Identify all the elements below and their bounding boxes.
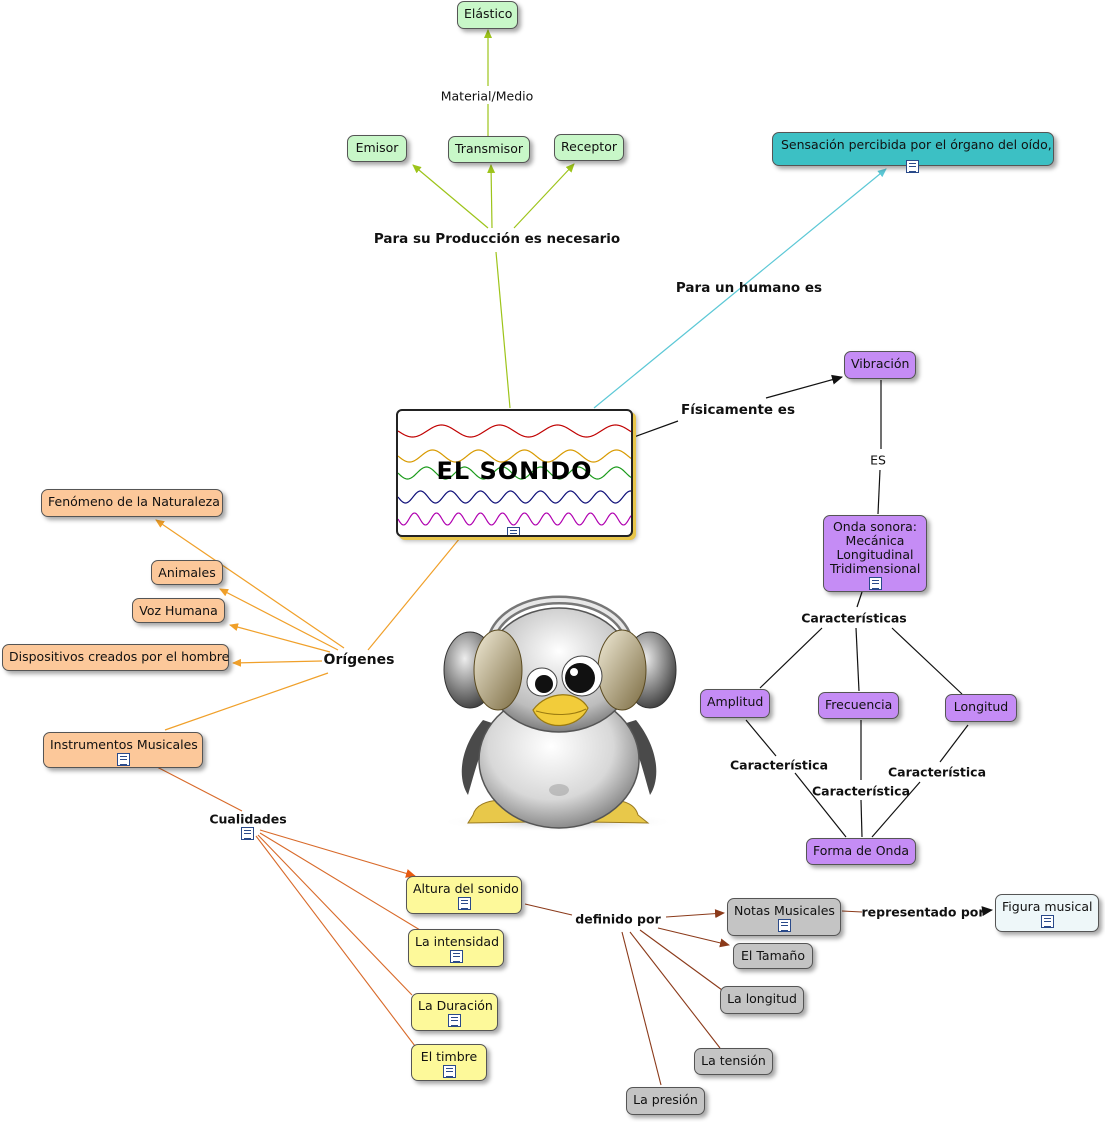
- document-icon[interactable]: [777, 919, 791, 932]
- link-label-fisicamente: Físicamente es: [681, 402, 795, 418]
- node-el-tamano[interactable]: El Tamaño: [733, 943, 813, 969]
- document-icon[interactable]: [449, 950, 463, 963]
- node-label: Amplitud: [707, 694, 764, 709]
- node-notas-musicales[interactable]: Notas Musicales: [727, 898, 841, 936]
- node-forma-de-onda[interactable]: Forma de Onda: [806, 838, 916, 865]
- node-la-tension[interactable]: La tensión: [694, 1048, 773, 1075]
- node-label: Animales: [158, 565, 216, 580]
- document-icon[interactable]: [906, 160, 919, 173]
- node-instrumentos[interactable]: Instrumentos Musicales: [43, 732, 203, 768]
- node-label: Notas Musicales: [734, 903, 835, 918]
- node-label: La Duración: [418, 998, 493, 1013]
- node-label: Fenómeno de la Naturaleza: [48, 494, 220, 509]
- sound-waves-icon: [398, 424, 631, 526]
- node-fenomeno[interactable]: Fenómeno de la Naturaleza: [41, 489, 223, 517]
- link-label-produccion: Para su Producción es necesario: [373, 231, 621, 247]
- node-amplitud[interactable]: Amplitud: [700, 689, 770, 718]
- node-label: Vibración: [851, 356, 910, 371]
- node-label: Sensación percibida por el órgano del oí…: [781, 137, 1052, 152]
- node-dispositivos[interactable]: Dispositivos creados por el hombre: [2, 644, 229, 671]
- node-label: La longitud: [727, 991, 797, 1006]
- document-icon[interactable]: [116, 753, 130, 766]
- link-label-material-medio: Material/Medio: [440, 88, 534, 104]
- document-icon[interactable]: [442, 1065, 456, 1078]
- node-label: Figura musical: [1002, 899, 1093, 914]
- node-label: Altura del sonido: [413, 881, 519, 896]
- node-vibracion[interactable]: Vibración: [844, 351, 916, 379]
- node-receptor[interactable]: Receptor: [554, 134, 624, 161]
- node-label: El timbre: [420, 1049, 478, 1064]
- node-label: Forma de Onda: [813, 843, 910, 858]
- penguin-with-headphones-icon: [440, 595, 677, 832]
- node-label: Elástico: [464, 6, 513, 21]
- link-label-caracteristica-amplitud: Característica: [729, 757, 829, 773]
- node-longitud[interactable]: Longitud: [945, 694, 1017, 722]
- link-label-caracteristica-longitud: Característica: [887, 764, 987, 780]
- node-label: Dispositivos creados por el hombre: [9, 649, 230, 664]
- node-label: La tensión: [701, 1053, 766, 1068]
- document-icon[interactable]: [507, 527, 520, 535]
- link-label-caracteristicas: Características: [801, 610, 907, 626]
- node-la-longitud[interactable]: La longitud: [720, 986, 804, 1014]
- center-title: EL SONIDO: [436, 457, 593, 485]
- node-animales[interactable]: Animales: [151, 560, 223, 585]
- link-label-representado-por: representado por: [861, 904, 985, 920]
- document-icon[interactable]: [457, 897, 471, 910]
- link-label-humano: Para un humano es: [675, 280, 823, 296]
- document-icon[interactable]: [448, 1014, 461, 1027]
- node-duracion[interactable]: La Duración: [411, 993, 498, 1031]
- link-label-cualidades: Cualidades: [209, 811, 287, 827]
- node-label: Instrumentos Musicales: [50, 737, 198, 752]
- document-icon[interactable]: [1040, 915, 1054, 928]
- node-figura-musical[interactable]: Figura musical: [995, 894, 1099, 932]
- node-voz-humana[interactable]: Voz Humana: [132, 598, 225, 623]
- document-icon[interactable]: [868, 577, 882, 590]
- node-label: Receptor: [561, 139, 617, 154]
- node-la-presion[interactable]: La presión: [626, 1087, 705, 1115]
- node-emisor[interactable]: Emisor: [347, 135, 407, 162]
- link-label-origenes: Orígenes: [323, 652, 395, 668]
- node-label: Frecuencia: [825, 697, 893, 712]
- node-sensacion[interactable]: Sensación percibida por el órgano del oí…: [772, 132, 1054, 173]
- node-label: El Tamaño: [741, 948, 805, 963]
- node-frecuencia[interactable]: Frecuencia: [818, 692, 899, 719]
- link-label-definido-por: definido por: [575, 911, 661, 927]
- node-label: Transmisor: [455, 141, 523, 156]
- node-label: Emisor: [355, 140, 399, 155]
- node-elastico[interactable]: Elástico: [457, 1, 518, 29]
- node-label: La intensidad: [415, 934, 500, 949]
- node-label: Longitud: [953, 699, 1009, 714]
- node-label: Voz Humana: [139, 603, 218, 618]
- center-node-el-sonido[interactable]: EL SONIDO: [396, 409, 633, 537]
- node-onda-sonora[interactable]: Onda sonora: Mecánica Longitudinal Tridi…: [823, 515, 927, 592]
- node-label: Onda sonora: Mecánica Longitudinal Tridi…: [830, 519, 921, 576]
- node-label: La presión: [633, 1092, 698, 1107]
- document-icon[interactable]: [241, 827, 254, 840]
- node-intensidad[interactable]: La intensidad: [408, 929, 504, 967]
- node-timbre[interactable]: El timbre: [411, 1044, 487, 1081]
- node-transmisor[interactable]: Transmisor: [448, 136, 530, 163]
- link-label-es: ES: [870, 452, 886, 468]
- link-label-caracteristica-frecuencia: Característica: [811, 783, 911, 799]
- node-altura[interactable]: Altura del sonido: [406, 876, 522, 914]
